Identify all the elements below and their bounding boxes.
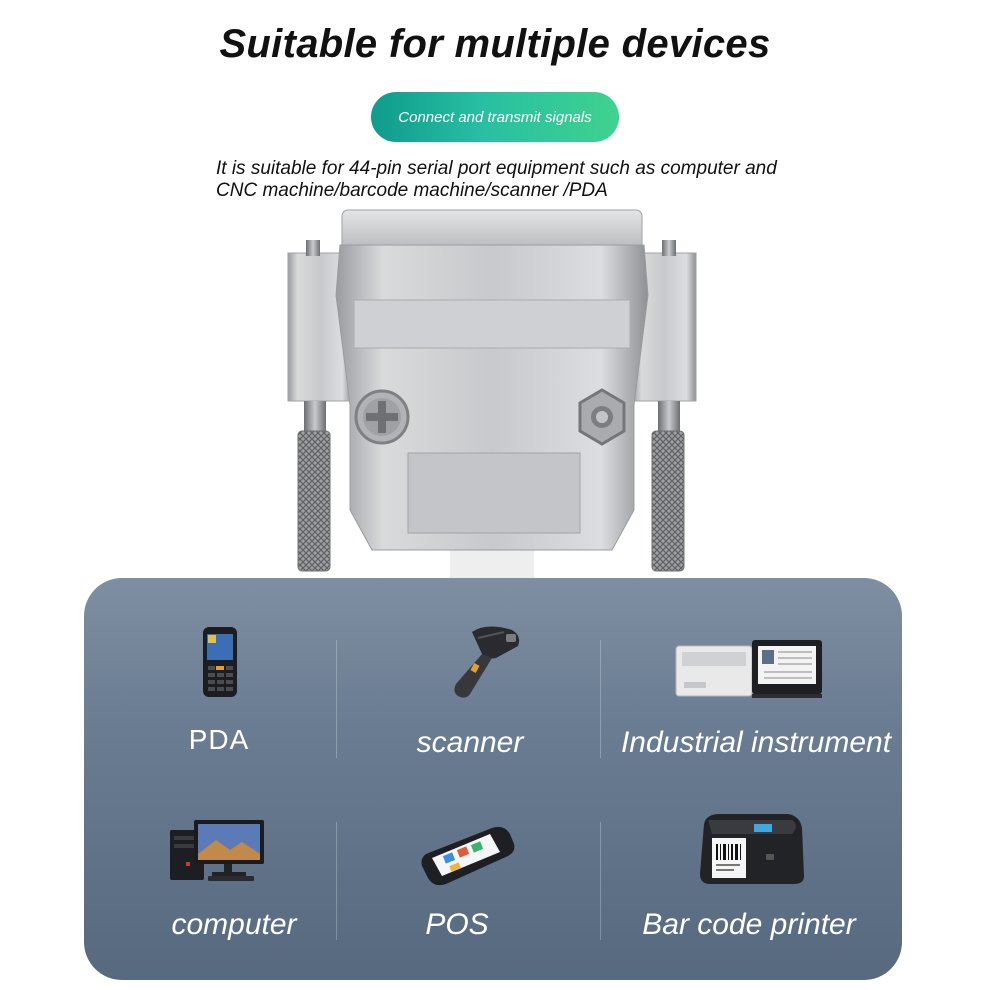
column-divider xyxy=(600,822,601,940)
connect-badge: Connect and transmit signals xyxy=(371,92,619,142)
barcode-scanner-icon xyxy=(454,626,520,698)
computer-icon xyxy=(170,820,264,881)
column-divider xyxy=(600,640,601,758)
column-divider xyxy=(336,640,337,758)
device-label: scanner xyxy=(416,726,524,759)
devices-panel: PDA scanner Industrial inst xyxy=(84,578,902,980)
industrial-instrument-icon xyxy=(675,640,822,698)
connect-badge-label: Connect and transmit signals xyxy=(398,108,592,126)
device-label: Bar code printer xyxy=(642,908,856,941)
pos-terminal-icon xyxy=(421,826,515,886)
pda-icon xyxy=(203,627,237,697)
device-label: POS xyxy=(425,908,489,941)
column-divider xyxy=(336,822,337,940)
barcode-printer-icon xyxy=(700,814,804,884)
device-label: computer xyxy=(171,908,297,941)
device-label: Industrial instrument xyxy=(620,726,892,759)
db44-connector-image xyxy=(287,209,697,580)
device-label: PDA xyxy=(188,724,250,755)
description-text: It is suitable for 44-pin serial port eq… xyxy=(216,158,777,201)
page-title: Suitable for multiple devices xyxy=(219,22,771,66)
